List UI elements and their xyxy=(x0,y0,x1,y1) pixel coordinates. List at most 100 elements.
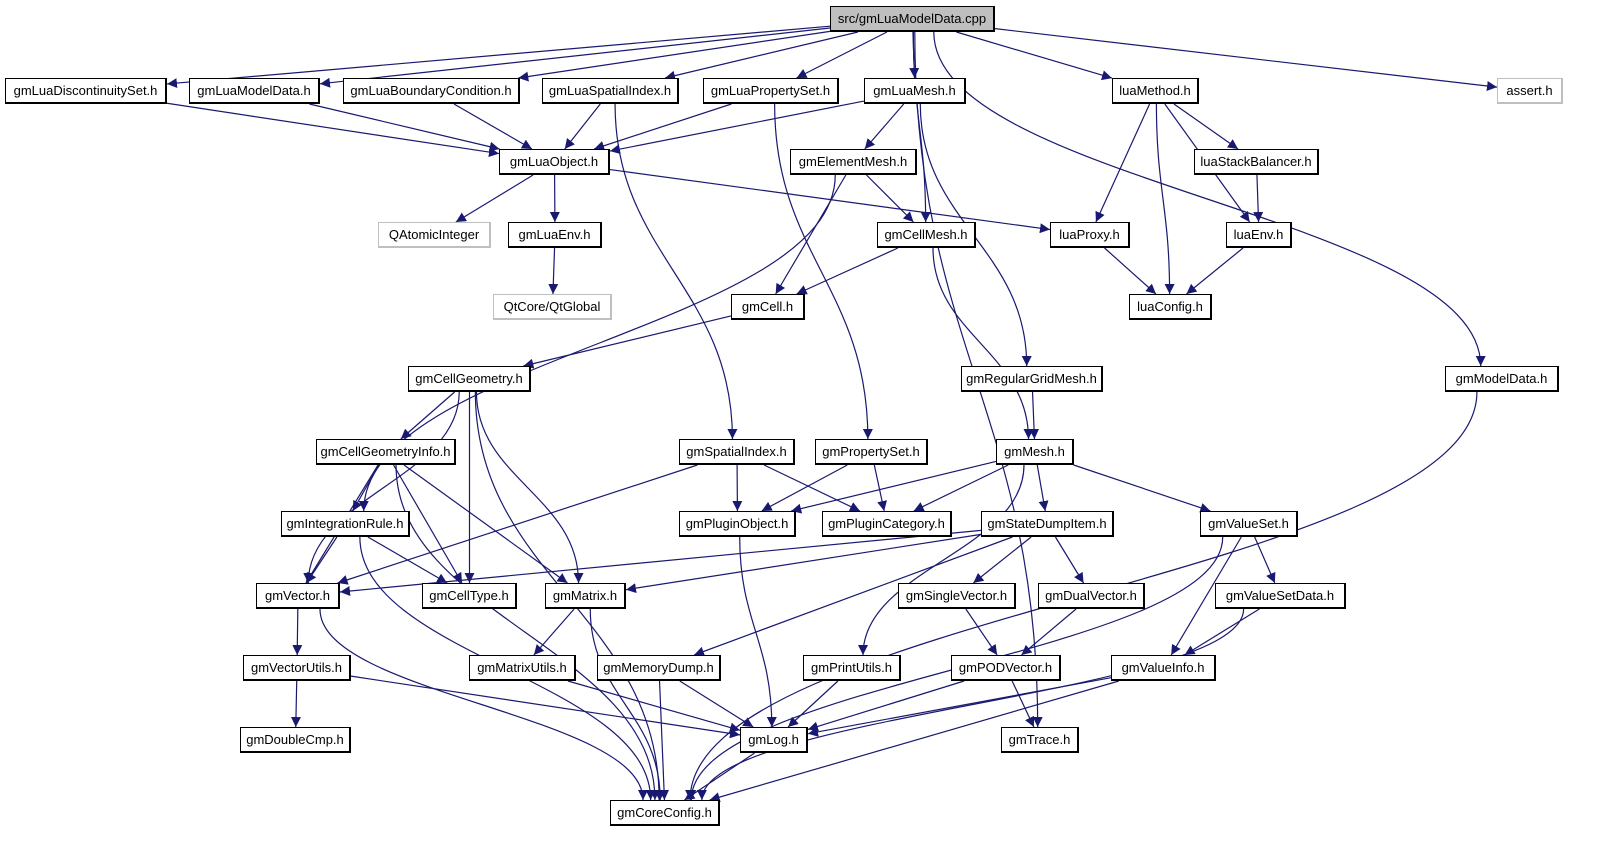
node-gm-core-config[interactable]: gmCoreConfig.h xyxy=(610,800,720,826)
node-gm-lua-property-set[interactable]: gmLuaPropertySet.h xyxy=(703,78,839,104)
node-root[interactable]: src/gmLuaModelData.cpp xyxy=(830,6,995,32)
node-qt-global: QtCore/QtGlobal xyxy=(493,294,612,320)
node-lua-method[interactable]: luaMethod.h xyxy=(1112,78,1199,104)
edge-luaMethod-to-luaConfig xyxy=(1155,103,1175,295)
node-gm-matrix[interactable]: gmMatrix.h xyxy=(545,583,626,609)
edge-gmLuaSpatialIndex-to-gmSpatialIndex xyxy=(614,103,738,440)
node-gm-log[interactable]: gmLog.h xyxy=(740,727,808,753)
edge-gmMesh-to-gmPluginCategory xyxy=(913,464,1009,512)
edge-luaProxy-to-luaConfig xyxy=(1104,247,1157,295)
node-gm-element-mesh[interactable]: gmElementMesh.h xyxy=(790,149,917,175)
node-gm-lua-discontinuity-set[interactable]: gmLuaDiscontinuitySet.h xyxy=(5,78,167,104)
node-gm-value-set[interactable]: gmValueSet.h xyxy=(1200,511,1298,537)
node-gm-regular-grid-mesh[interactable]: gmRegularGridMesh.h xyxy=(961,366,1103,392)
edge-gmPODVector-to-gmLog xyxy=(807,680,965,732)
edge-gmCellGeometryInfo-to-gmCoreConfig xyxy=(395,464,660,801)
node-gm-single-vector[interactable]: gmSingleVector.h xyxy=(898,583,1016,609)
node-gm-lua-boundary-condition[interactable]: gmLuaBoundaryCondition.h xyxy=(343,78,520,104)
edge-gmSpatialIndex-to-gmPluginCategory xyxy=(763,464,861,512)
node-gm-p-o-d-vector[interactable]: gmPODVector.h xyxy=(951,655,1061,681)
edge-gmRegularGridMesh-to-gmMesh xyxy=(1029,391,1040,440)
edge-gmMesh-to-gmPrintUtils xyxy=(858,464,1025,656)
node-gm-lua-spatial-index[interactable]: gmLuaSpatialIndex.h xyxy=(542,78,679,104)
node-gm-memory-dump[interactable]: gmMemoryDump.h xyxy=(597,655,721,681)
node-gm-mesh[interactable]: gmMesh.h xyxy=(996,439,1074,465)
node-gm-plugin-category[interactable]: gmPluginCategory.h xyxy=(822,511,952,537)
node-gm-cell-mesh[interactable]: gmCellMesh.h xyxy=(877,222,976,248)
edge-gmCellMesh-to-gmMesh xyxy=(932,247,1034,440)
node-gm-plugin-object[interactable]: gmPluginObject.h xyxy=(679,511,796,537)
edge-root-to-gmLuaBoundaryCondition xyxy=(518,30,831,82)
node-gm-vector[interactable]: gmVector.h xyxy=(256,583,340,609)
node-lua-config[interactable]: luaConfig.h xyxy=(1129,294,1212,320)
edge-gmStateDumpItem-to-gmMatrix xyxy=(625,533,982,594)
edge-gmElementMesh-to-gmCell xyxy=(775,174,847,295)
node-assert: assert.h xyxy=(1497,78,1563,104)
node-gm-spatial-index[interactable]: gmSpatialIndex.h xyxy=(679,439,795,465)
node-gm-trace[interactable]: gmTrace.h xyxy=(1001,727,1079,753)
node-gm-state-dump-item[interactable]: gmStateDumpItem.h xyxy=(981,511,1114,537)
node-gm-lua-env[interactable]: gmLuaEnv.h xyxy=(508,222,602,248)
node-lua-env[interactable]: luaEnv.h xyxy=(1226,222,1292,248)
edge-gmIntegrationRule-to-gmCellType xyxy=(367,536,448,584)
node-gm-cell[interactable]: gmCell.h xyxy=(731,294,805,320)
edge-gmSingleVector-to-gmPODVector xyxy=(965,608,998,656)
edge-gmCellGeometry-to-gmCellGeometryInfo xyxy=(400,391,456,440)
edge-gmPrintUtils-to-gmLog xyxy=(787,680,839,728)
edge-gmPropertySet-to-gmPluginCategory xyxy=(873,464,887,512)
node-gm-lua-model-data[interactable]: gmLuaModelData.h xyxy=(189,78,320,104)
edge-gmValueInfo-to-gmLog xyxy=(807,677,1112,737)
edge-root-to-gmLuaSpatialIndex xyxy=(664,31,859,81)
edge-gmMatrixUtils-to-gmLog xyxy=(567,680,741,733)
node-gm-cell-geometry-info[interactable]: gmCellGeometryInfo.h xyxy=(316,439,456,465)
edge-gmLuaObject-to-QAtomicInteger xyxy=(455,174,534,223)
edge-gmVectorUtils-to-gmDoubleCmp xyxy=(290,680,301,728)
edge-gmLuaObject-to-luaProxy xyxy=(609,168,1051,234)
node-q-atomic-integer: QAtomicInteger xyxy=(378,222,491,248)
edge-gmMesh-to-gmStateDumpItem xyxy=(1036,464,1049,512)
node-gm-value-info[interactable]: gmValueInfo.h xyxy=(1111,655,1216,681)
node-gm-model-data[interactable]: gmModelData.h xyxy=(1445,366,1559,392)
edge-gmMatrix-to-gmMatrixUtils xyxy=(533,608,575,656)
edge-root-to-gmLuaDiscontinuitySet xyxy=(166,25,831,89)
edge-gmMemoryDump-to-gmLog xyxy=(679,680,754,728)
edge-gmLuaMesh-to-gmElementMesh xyxy=(864,103,905,150)
node-lua-stack-balancer[interactable]: luaStackBalancer.h xyxy=(1194,149,1319,175)
edge-gmVector-to-gmVectorUtils xyxy=(292,608,303,656)
node-gm-value-set-data[interactable]: gmValueSetData.h xyxy=(1215,583,1346,609)
edge-gmLog-to-gmCoreConfig xyxy=(684,752,755,801)
edge-gmPODVector-to-gmTrace xyxy=(1011,680,1035,728)
edge-gmStateDumpItem-to-gmDualVector xyxy=(1054,536,1085,584)
edge-gmValueSetData-to-gmCoreConfig xyxy=(696,608,1245,801)
edge-gmMesh-to-gmPluginObject xyxy=(791,460,997,514)
edge-gmLuaEnv-to-QtGlobal xyxy=(548,247,559,295)
node-gm-property-set[interactable]: gmPropertySet.h xyxy=(815,439,928,465)
edge-luaEnv-to-luaConfig xyxy=(1186,247,1244,295)
node-gm-matrix-utils[interactable]: gmMatrixUtils.h xyxy=(469,655,576,681)
node-lua-proxy[interactable]: luaProxy.h xyxy=(1050,222,1130,248)
edge-gmPropertySet-to-gmPluginObject xyxy=(761,464,848,512)
edge-gmStateDumpItem-to-gmMemoryDump xyxy=(693,536,1013,657)
node-gm-double-cmp[interactable]: gmDoubleCmp.h xyxy=(240,727,351,753)
edge-gmValueSetData-to-gmValueInfo xyxy=(1184,608,1260,656)
edge-gmCellGeometryInfo-to-gmIntegrationRule xyxy=(352,464,380,512)
edge-gmMemoryDump-to-gmCoreConfig xyxy=(658,680,670,801)
edge-gmElementMesh-to-gmCellMesh xyxy=(866,174,914,223)
node-gm-lua-mesh[interactable]: gmLuaMesh.h xyxy=(864,78,966,104)
node-gm-cell-type[interactable]: gmCellType.h xyxy=(422,583,517,609)
node-gm-print-utils[interactable]: gmPrintUtils.h xyxy=(803,655,901,681)
node-gm-cell-geometry[interactable]: gmCellGeometry.h xyxy=(408,366,531,392)
node-gm-dual-vector[interactable]: gmDualVector.h xyxy=(1038,583,1145,609)
edge-root-to-gmLuaPropertySet xyxy=(796,31,888,79)
edge-luaMethod-to-luaStackBalancer xyxy=(1173,103,1239,150)
edge-gmCellGeometry-to-gmVector xyxy=(303,391,460,584)
edge-luaMethod-to-luaProxy xyxy=(1095,103,1151,223)
node-gm-integration-rule[interactable]: gmIntegrationRule.h xyxy=(281,511,410,537)
edge-gmCellGeometryInfo-to-gmCellType xyxy=(393,464,463,584)
edge-gmStateDumpItem-to-gmSingleVector xyxy=(972,536,1032,584)
edge-gmLuaPropertySet-to-gmLuaObject xyxy=(593,103,732,151)
node-gm-vector-utils[interactable]: gmVectorUtils.h xyxy=(243,655,351,681)
node-gm-lua-object[interactable]: gmLuaObject.h xyxy=(499,149,610,175)
edge-root-to-luaMethod xyxy=(956,31,1113,81)
